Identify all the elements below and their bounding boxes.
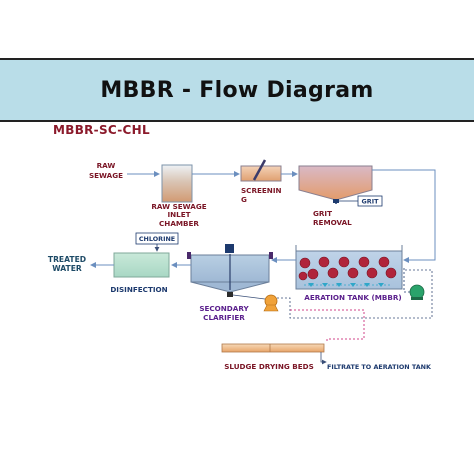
screening-label-1: SCREENIN [241, 186, 282, 195]
air-line [403, 268, 410, 293]
treated-water-label-1: TREATED [48, 255, 86, 264]
grit-removal-label-2: REMOVAL [313, 218, 352, 227]
sludge-drying-beds-label: SLUDGE DRYING BEDS [224, 362, 314, 371]
inlet-chamber-label-1: RAW SEWAGE [151, 202, 206, 211]
return-sludge-line [277, 269, 433, 319]
aeration-tank [295, 245, 403, 290]
screening-label-2: G [241, 195, 247, 204]
page-title: MBBR - Flow Diagram [100, 77, 374, 103]
filtrate-label: FILTRATE TO AERATION TANK [327, 363, 432, 371]
grit-to-aeration-line [372, 169, 436, 263]
blower-icon [409, 284, 425, 300]
secondary-clarifier [187, 244, 273, 297]
inlet-chamber-label-2: INLET [167, 210, 190, 219]
screening-chamber [240, 159, 282, 182]
clarifier-label-1: SECONDARY [199, 304, 249, 313]
treated-water-label-2: WATER [52, 264, 82, 273]
grit-removal-label-1: GRIT [313, 209, 332, 218]
diagram-subtitle: MBBR-SC-CHL [53, 123, 150, 137]
disinfection-label: DISINFECTION [110, 285, 167, 294]
clarifier-to-pump-line [232, 294, 266, 300]
inlet-chamber-label-3: CHAMBER [159, 219, 199, 228]
clarifier-label-2: CLARIFIER [203, 313, 245, 322]
chlorine-label: CHLORINE [139, 235, 175, 243]
sludge-pump-icon [263, 294, 279, 312]
sludge-drying-beds [221, 343, 325, 353]
inlet-chamber [161, 164, 193, 203]
disinfection-tank [113, 252, 170, 278]
raw-sewage-label-2: SEWAGE [89, 171, 123, 180]
grit-box [357, 195, 383, 207]
screen-bar-icon [252, 159, 267, 181]
grit-removal-tank [298, 165, 373, 204]
raw-sewage-label: RAW [97, 161, 116, 170]
aeration-tank-label: AERATION TANK (MBBR) [304, 293, 401, 302]
filtrate-line [320, 352, 327, 365]
title-banner: MBBR - Flow Diagram [0, 58, 474, 122]
grit-box-label: GRIT [362, 198, 380, 206]
sludge-transfer-line [290, 309, 365, 340]
media-carriers [298, 256, 397, 281]
